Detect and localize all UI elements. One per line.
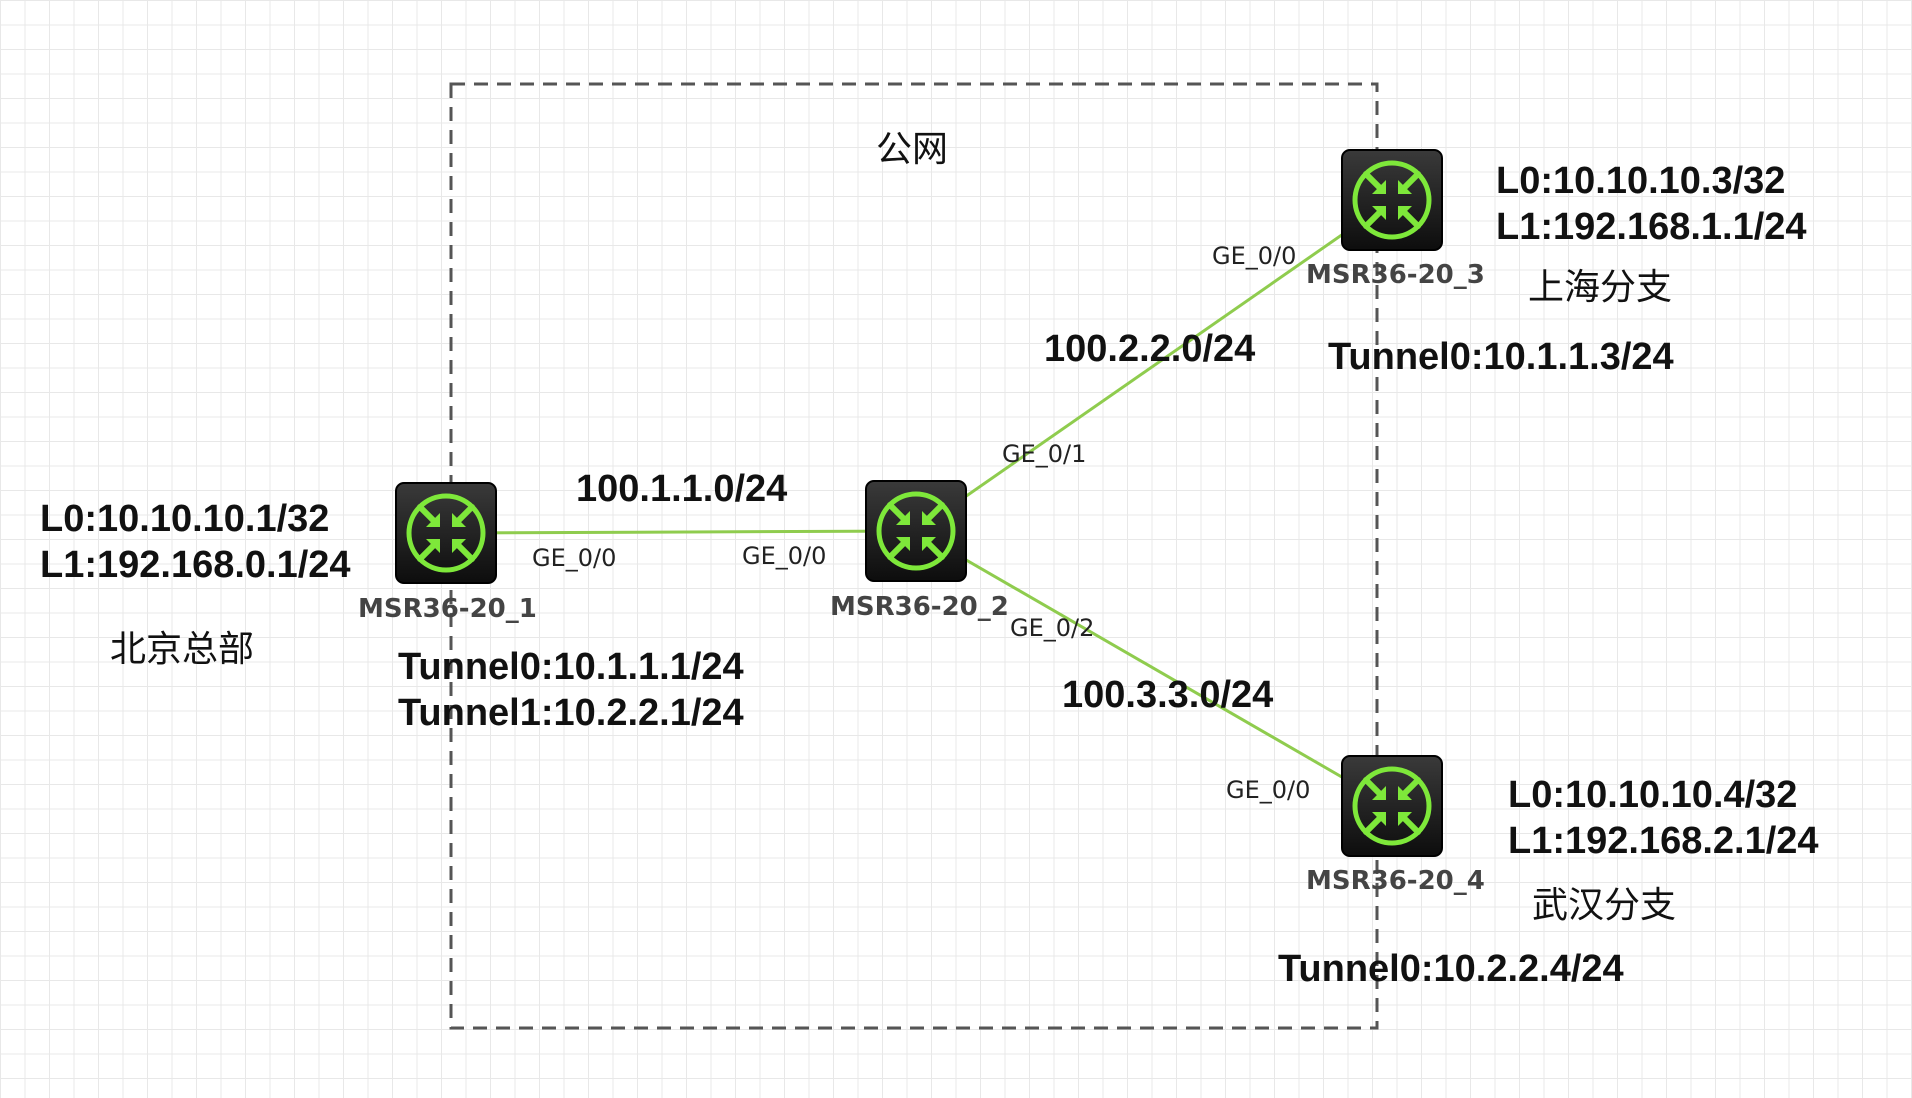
iface-r2-ge01: GE_0/1 [1002,440,1087,468]
router-icon[interactable] [1341,149,1443,251]
link-r2-r4 [915,529,1393,808]
router-icon[interactable] [1341,755,1443,857]
device-name-r1: MSR36-20_1 [358,594,537,624]
iface-r2-ge02: GE_0/2 [1010,614,1095,642]
link-network-r1-r2: 100.1.1.0/24 [576,468,788,510]
link-network-r2-r4: 100.3.3.0/24 [1062,674,1274,716]
device-name-r3: MSR36-20_3 [1306,260,1485,290]
iface-r2-ge00: GE_0/0 [742,542,827,570]
r1-tunnel-0: Tunnel0:10.1.1.1/24 [398,646,744,688]
iface-r3-ge00: GE_0/0 [1212,242,1297,270]
r4-tunnel-0: Tunnel0:10.2.2.4/24 [1278,948,1624,990]
link-r2-r3 [915,198,1393,533]
iface-r4-ge00: GE_0/0 [1226,776,1311,804]
router-icon[interactable] [395,482,497,584]
r3-tunnel-0: Tunnel0:10.1.1.3/24 [1328,336,1674,378]
r4-loopback-0: L0:10.10.10.4/32 [1508,774,1798,816]
link-network-r2-r3: 100.2.2.0/24 [1044,328,1256,370]
device-name-r2: MSR36-20_2 [830,592,1009,622]
device-name-r4: MSR36-20_4 [1306,866,1485,896]
router-icon[interactable] [865,480,967,582]
iface-r1-ge00: GE_0/0 [532,544,617,572]
r1-site-label: 北京总部 [110,629,255,670]
r4-site-label: 武汉分支 [1532,885,1677,926]
public-network-label: 公网 [876,129,949,170]
link-r1-r2 [445,529,917,535]
r1-tunnel-1: Tunnel1:10.2.2.1/24 [398,692,744,734]
r1-loopback-0: L0:10.10.10.1/32 [40,498,330,540]
r3-site-label: 上海分支 [1528,267,1673,308]
r1-loopback-1: L1:192.168.0.1/24 [40,544,351,586]
r3-loopback-1: L1:192.168.1.1/24 [1496,206,1807,248]
r3-loopback-0: L0:10.10.10.3/32 [1496,160,1786,202]
r4-loopback-1: L1:192.168.2.1/24 [1508,820,1819,862]
